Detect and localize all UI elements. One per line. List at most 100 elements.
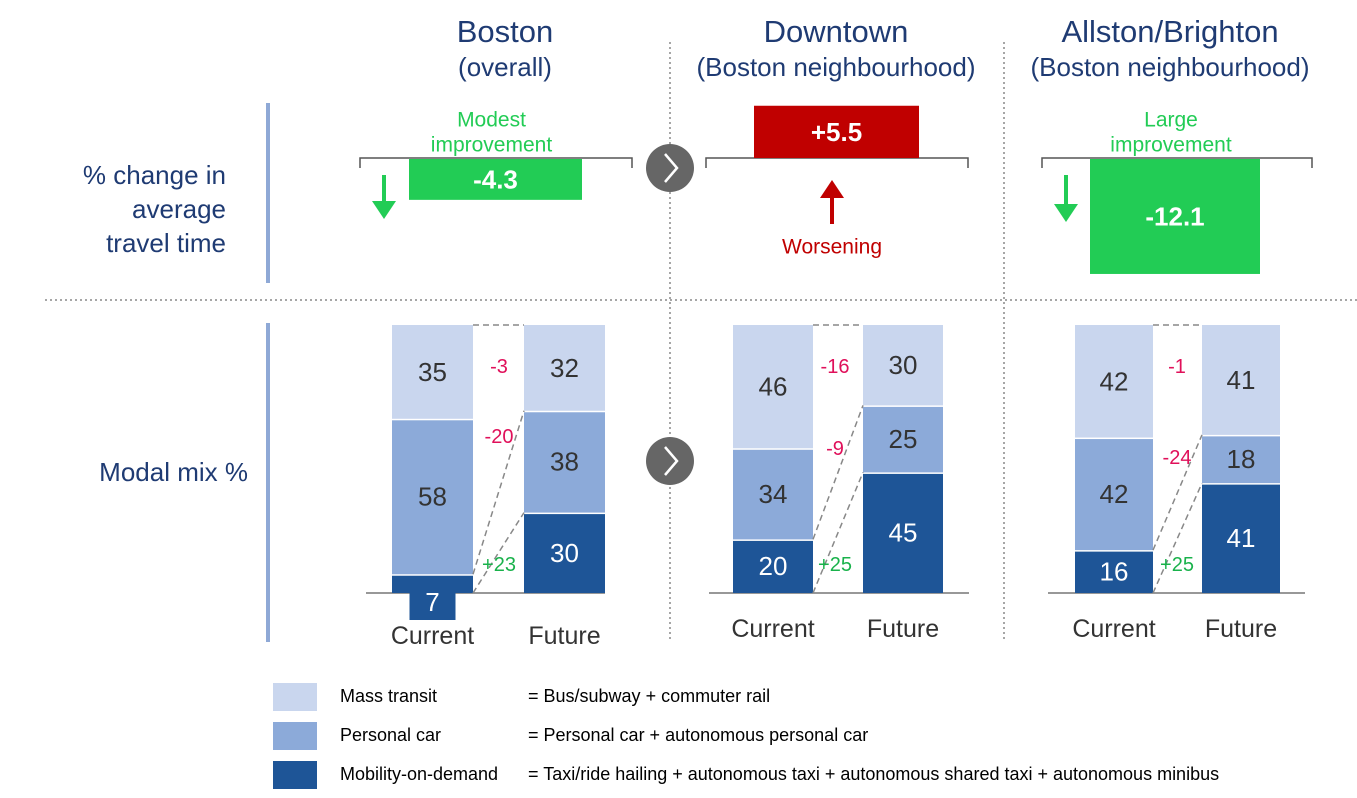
bar-segment-mass-transit-future xyxy=(1202,325,1280,435)
travel-time-note: Worsening xyxy=(782,236,882,259)
region-subtitle: (Boston neighbourhood) xyxy=(1030,52,1310,82)
legend-name: Personal car xyxy=(340,725,442,745)
region-title: Boston xyxy=(456,14,554,49)
bar-segment-label: 58 xyxy=(418,482,447,512)
connector-line xyxy=(472,410,525,575)
delta-label-mass-transit: -3 xyxy=(490,356,508,378)
region-header-allston-brighton: Allston/Brighton (Boston neighbourhood) xyxy=(1010,14,1330,84)
bar-segment-label: 18 xyxy=(1227,444,1256,474)
bar-segment-label: 45 xyxy=(889,518,918,548)
travel-time-value: +5.5 xyxy=(811,117,862,147)
bar-segment-label: 35 xyxy=(418,357,447,387)
travel-time-baseline xyxy=(1041,157,1313,168)
bar-segment-label: 42 xyxy=(1100,366,1129,396)
bar-segment-label: 34 xyxy=(759,479,788,509)
bar-segment-label: 30 xyxy=(889,350,918,380)
region-header-boston: Boston (overall) xyxy=(405,14,605,84)
travel-time-baseline xyxy=(359,157,633,168)
travel-time-row-label-line-1: % change in xyxy=(82,160,226,190)
delta-label-mobility-on-demand: +25 xyxy=(1160,554,1194,576)
bar-segment-mobility-on-demand-future xyxy=(524,514,605,593)
delta-label-personal-car: -24 xyxy=(1163,447,1192,469)
down-arrow-icon xyxy=(372,201,396,219)
travel-time-baseline xyxy=(705,157,969,168)
panel-boston: -4.3Modestimprovement35587323830-3-20+23… xyxy=(359,109,633,650)
delta-label-personal-car: -20 xyxy=(485,426,514,448)
bar-segment-mass-transit-future xyxy=(863,325,943,406)
travel-time-value: -12.1 xyxy=(1145,201,1204,231)
region-title: Downtown xyxy=(763,14,909,49)
bar-segment-personal-car-current xyxy=(733,449,813,540)
bar-segment-label-box xyxy=(409,588,456,620)
bar-segment-label: 30 xyxy=(550,538,579,568)
delta-label-mass-transit: -16 xyxy=(821,356,850,378)
travel-time-row-label-line-3: travel time xyxy=(106,228,226,258)
up-arrow-icon xyxy=(820,180,844,198)
modal-mix-row-label: Modal mix % xyxy=(99,457,248,487)
category-label-current: Current xyxy=(391,622,474,650)
bar-segment-label: 41 xyxy=(1227,365,1256,395)
bar-segment-mobility-on-demand-current xyxy=(733,540,813,593)
travel-time-row-label-line-2: average xyxy=(132,194,226,224)
bar-segment-label: 7 xyxy=(425,587,439,617)
down-arrow-icon xyxy=(1054,204,1078,222)
bar-segment-personal-car-future xyxy=(1202,436,1280,484)
legend-swatch xyxy=(273,683,317,711)
category-label-future: Future xyxy=(867,615,939,643)
delta-label-mobility-on-demand: +23 xyxy=(482,554,516,576)
bar-segment-label: 20 xyxy=(759,551,788,581)
connector-line xyxy=(1152,482,1203,594)
travel-time-note: improvement xyxy=(431,134,553,157)
connector-line xyxy=(1152,434,1203,551)
legend-name: Mass transit xyxy=(340,686,438,706)
bar-segment-personal-car-current xyxy=(1075,439,1153,551)
connector-line xyxy=(472,512,525,594)
bar-segment-label: 32 xyxy=(550,353,579,383)
delta-label-mass-transit: -1 xyxy=(1168,356,1186,378)
bar-segment-personal-car-future xyxy=(524,412,605,513)
chevron-right-icon xyxy=(646,437,694,485)
region-subtitle: (overall) xyxy=(458,52,552,82)
region-subtitle: (Boston neighbourhood) xyxy=(696,52,976,82)
connector-line xyxy=(812,472,864,594)
legend-name: Mobility-on-demand xyxy=(340,764,499,784)
legend-definition: = Personal car + autonomous personal car xyxy=(528,725,869,745)
chevron-circle xyxy=(646,437,694,485)
category-label-future: Future xyxy=(1205,615,1277,643)
bar-segment-mobility-on-demand-current xyxy=(1075,551,1153,593)
bar-segment-label: 25 xyxy=(889,424,918,454)
category-label-current: Current xyxy=(731,615,814,643)
legend-definition: = Taxi/ride hailing + autonomous taxi + … xyxy=(528,764,1220,784)
travel-time-bar xyxy=(1090,159,1260,274)
travel-time-bar xyxy=(754,105,919,158)
region-header-downtown: Downtown (Boston neighbourhood) xyxy=(676,14,996,84)
bar-segment-label: 42 xyxy=(1100,479,1129,509)
bar-segment-personal-car-current xyxy=(392,420,473,575)
travel-time-value: -4.3 xyxy=(473,164,518,194)
bar-segment-mobility-on-demand-future xyxy=(863,473,943,593)
bar-segment-label: 38 xyxy=(550,447,579,477)
delta-label-mobility-on-demand: +25 xyxy=(818,554,852,576)
bar-segment-label: 16 xyxy=(1100,557,1129,587)
delta-label-personal-car: -9 xyxy=(826,438,844,460)
connector-line xyxy=(812,405,864,540)
category-label-future: Future xyxy=(528,622,600,650)
region-title: Allston/Brighton xyxy=(1061,14,1279,49)
panel-downtown: +5.5Worsening463420302545-16-9+25Current… xyxy=(705,105,969,643)
bar-segment-mobility-on-demand-future xyxy=(1202,484,1280,593)
chevron-stroke xyxy=(664,153,679,183)
travel-time-bar xyxy=(409,159,582,200)
chevron-circle xyxy=(646,144,694,192)
category-label-current: Current xyxy=(1072,615,1155,643)
chevron-stroke xyxy=(664,446,679,476)
bar-segment-mass-transit-current xyxy=(392,325,473,419)
travel-time-row-label: % change in average travel time xyxy=(40,158,226,260)
bar-segment-mass-transit-current xyxy=(1075,325,1153,438)
legend-swatch xyxy=(273,761,317,789)
travel-time-note: Large xyxy=(1144,109,1198,132)
travel-time-note: improvement xyxy=(1110,134,1232,157)
bar-segment-mass-transit-future xyxy=(524,325,605,411)
legend-swatch xyxy=(273,722,317,750)
bar-segment-label: 41 xyxy=(1227,523,1256,553)
